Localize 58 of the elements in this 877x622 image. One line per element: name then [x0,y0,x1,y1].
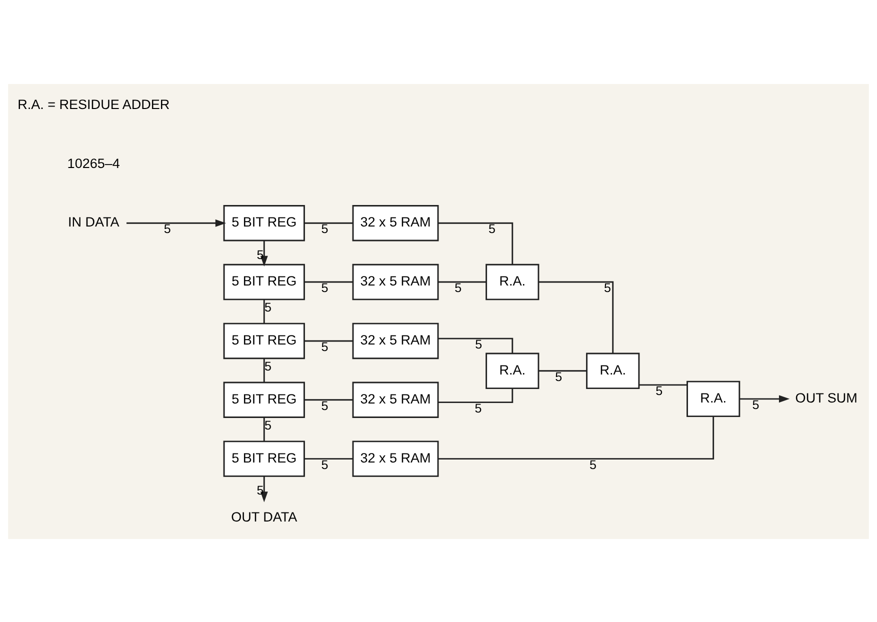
connector [538,280,614,353]
node-text: OUT SUM [795,390,858,405]
node-box: 5 BIT REG [223,381,305,418]
node-box: R.A. [586,352,640,389]
edge-label: 5 [164,222,171,236]
edge-label: 5 [321,457,328,472]
edge-label: 5 [555,369,562,384]
node-text: OUT DATA [231,508,298,524]
edge-label: 5 [264,300,272,314]
label: R.A. = RESIDUE ADDER [18,96,170,112]
edge-label: 5 [264,358,272,373]
edge-label: 5 [321,280,328,295]
edge-label: 5 [321,398,328,412]
connector [263,417,265,441]
node-box: R.A. [686,380,740,417]
node-box: 32 x 5 RAM [352,204,439,241]
edge-label: 5 [474,400,482,415]
edge-label: 5 [321,340,328,354]
node-box: 5 BIT REG [223,440,305,476]
arrow [260,476,268,502]
connector [304,280,353,282]
node-box: R.A. [486,352,540,389]
connector [304,458,353,460]
node-box: 5 BIT REG [223,204,305,241]
connector [438,416,714,460]
connector [304,222,353,224]
edge-label: 5 [256,247,264,262]
node-box: 32 x 5 RAM [352,322,439,359]
arrow [740,394,790,402]
node-text: IN DATA [68,214,120,230]
connector [538,370,587,372]
edge-label: 5 [752,397,760,412]
node-box: 32 x 5 RAM [352,381,439,418]
connector [304,398,353,400]
node-box: 5 BIT REG [223,263,305,300]
node-box: R.A. [486,263,540,300]
arrow [260,240,268,266]
edge-label: 5 [321,222,328,236]
node-box: 32 x 5 RAM [352,440,439,476]
arrow [126,218,226,226]
edge-label: 5 [475,337,482,352]
connector [438,222,514,264]
edge-label: 5 [604,280,611,295]
connector [304,340,353,342]
connector [263,299,265,323]
edge-label: 5 [656,383,663,398]
edge-label: 5 [589,457,596,472]
connector [438,280,486,282]
connector [639,384,687,386]
edge-label: 5 [264,418,272,432]
edge-label: 5 [488,222,496,236]
node-box: 5 BIT REG [223,322,305,359]
edge-label: 5 [454,280,462,295]
connector [438,388,514,403]
node-box: 32 x 5 RAM [352,263,439,300]
connector [263,358,265,382]
label: 10265–4 [67,155,120,170]
edge-label: 5 [256,482,264,497]
